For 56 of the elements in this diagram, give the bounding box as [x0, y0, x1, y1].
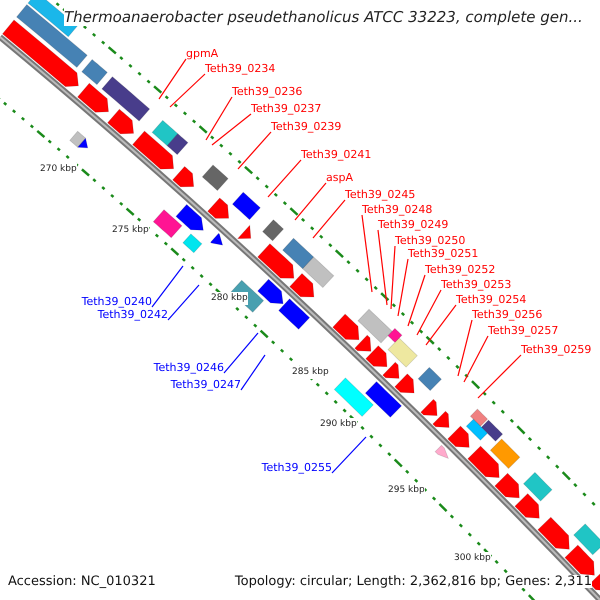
gene-label: Teth39_0239	[271, 120, 342, 133]
gene-label: Teth39_0248	[362, 203, 432, 216]
scale-label: 300 kbp	[454, 552, 491, 565]
leader-line	[361, 214, 373, 292]
footer-text: Accession: NC_010321	[8, 575, 156, 588]
leader-line	[240, 354, 266, 390]
footer-text: Topology: circular; Length: 2,362,816 bp; Genes: 2,311	[234, 575, 592, 588]
leader-line	[170, 74, 206, 108]
gene-label: Teth39_0251	[408, 247, 478, 260]
gene-label: Teth39_0250	[395, 234, 466, 247]
gene-label: Teth39_0237	[251, 102, 322, 115]
gene-label: Teth39_0253	[441, 278, 512, 291]
leader-line	[312, 200, 346, 238]
map-title: Thermoanaerobacter pseudethanolicus ATCC 33223, complete gen...	[64, 8, 583, 26]
scale-label: 290 kbp	[320, 418, 357, 431]
gene-label: Teth39_0255	[262, 461, 332, 474]
scale-label: 280 kbp	[211, 292, 248, 305]
gene-label: Teth39_0241	[301, 148, 372, 161]
gene-label: Teth39_0247	[170, 378, 241, 391]
leader-line	[205, 96, 233, 140]
gene-label: Teth39_0245	[345, 188, 416, 201]
gene-label: aspA	[326, 171, 353, 184]
leader-line	[212, 114, 252, 146]
scale-label: 295 kbp	[388, 484, 425, 497]
leader-line	[478, 354, 522, 398]
gene-label: Teth39_0236	[232, 85, 302, 98]
leader-line	[390, 246, 396, 310]
leader-line	[426, 304, 456, 346]
leader-line	[377, 230, 388, 306]
leader-line	[158, 58, 186, 100]
gene-label: Teth39_0246	[154, 361, 224, 374]
leader-line	[463, 336, 489, 382]
leader-line	[332, 436, 366, 474]
leader-line	[224, 332, 258, 374]
leader-line	[294, 182, 326, 220]
gene-label: Teth39_0256	[472, 308, 542, 321]
leader-line	[397, 258, 409, 316]
leader-line	[238, 132, 272, 170]
gene-label: Teth39_0257	[488, 324, 558, 337]
scale-label: 285 kbp	[292, 366, 329, 379]
leader-line	[457, 320, 473, 376]
gene-label: Teth39_0249	[378, 218, 448, 231]
leader-line	[407, 274, 426, 326]
gene-label: Teth39_0254	[456, 293, 526, 306]
gene-label: Teth39_0259	[521, 343, 592, 356]
scale-label: 270 kbp	[40, 163, 77, 176]
gene-label: Teth39_0240	[82, 295, 152, 308]
gene-label: gpmA	[186, 47, 218, 60]
leader-line	[268, 160, 302, 198]
gene-label: Teth39_0234	[205, 62, 276, 75]
gene-label: Teth39_0252	[425, 263, 496, 276]
leader-line	[168, 284, 200, 320]
leader-line	[152, 266, 184, 308]
leader-line	[416, 290, 442, 336]
gene-label: Teth39_0242	[98, 308, 168, 321]
scale-label: 275 kbp	[112, 224, 149, 237]
